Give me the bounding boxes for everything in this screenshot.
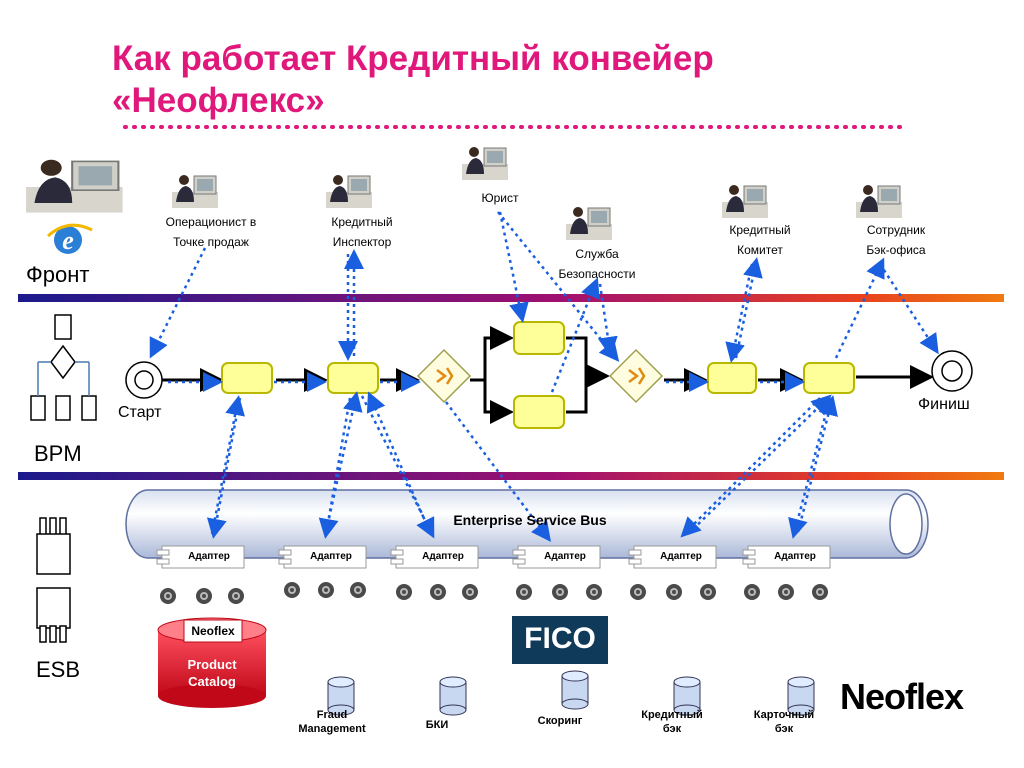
catalog-logo-text: Neoflex: [191, 624, 235, 638]
adapter-label-1: Адаптер: [188, 551, 230, 562]
role-icon-lawyer: [461, 146, 509, 181]
adapter-label-6: Адаптер: [774, 551, 816, 562]
gateway-join: [608, 348, 664, 404]
gateway-split: [416, 348, 472, 404]
adapter-label-4: Адаптер: [544, 551, 586, 562]
fico-logo-box: [512, 616, 608, 664]
svg-text:e: e: [62, 226, 74, 255]
process-flow: [162, 326, 934, 424]
task-6: [803, 362, 855, 394]
start-event: [125, 361, 163, 399]
finish-label: Финиш: [918, 396, 970, 413]
role-icon-backoffice: [855, 184, 903, 219]
role-icon-committee: [721, 184, 769, 219]
esb-bus-label: Enterprise Service Bus: [453, 512, 607, 528]
front-user-icon: [24, 158, 124, 214]
gear-group-5: [630, 584, 716, 600]
fico-logo-text: FICO: [524, 622, 596, 655]
system-label-scoring: Скоринг: [537, 715, 583, 727]
brand-logo: Neoflex: [840, 676, 964, 717]
esb-pipe: [125, 489, 929, 559]
product-catalog-cylinder: [157, 617, 267, 708]
db-icon-scoring: [561, 670, 589, 710]
task-1: [221, 362, 273, 394]
task-5: [707, 362, 757, 394]
adapter-label-5: Адаптер: [660, 551, 702, 562]
task-4: [513, 395, 565, 429]
layer-label-bpm: BPM: [34, 441, 82, 466]
start-label: Старт: [118, 404, 162, 421]
system-label-bki: БКИ: [425, 719, 449, 731]
integration-arrows: [149, 211, 939, 542]
role-icon-inspector: [325, 174, 373, 209]
gear-group-4: [516, 584, 602, 600]
gear-group-6: [744, 584, 828, 600]
esb-layer-icon: [36, 517, 71, 643]
role-icon-operator: [171, 174, 219, 209]
db-icon-bki: [439, 676, 467, 716]
finish-event: [931, 350, 973, 392]
layer-band-bottom: [18, 472, 1004, 480]
layer-label-front: Фронт: [26, 262, 90, 287]
adapter-label-2: Адаптер: [310, 551, 352, 562]
adapter-label-3: Адаптер: [422, 551, 464, 562]
role-icon-security: [565, 206, 613, 241]
bpm-layer-icon: [30, 314, 97, 421]
task-2: [327, 362, 379, 394]
gear-group-1: [160, 588, 244, 604]
browser-icon: e: [46, 223, 93, 255]
layer-band-top: [18, 294, 1004, 302]
role-label-lawyer: Юрист: [481, 191, 519, 205]
layer-label-esb: ESB: [36, 657, 81, 682]
slide-title: Как работает Кредитный конвейер «Неофлек…: [112, 38, 932, 122]
title-line-2: «Неофлекс»: [112, 81, 325, 120]
gear-group-2: [284, 582, 366, 598]
title-line-1: Как работает Кредитный конвейер: [112, 39, 714, 78]
task-3: [513, 321, 565, 355]
gear-group-3: [396, 584, 478, 600]
